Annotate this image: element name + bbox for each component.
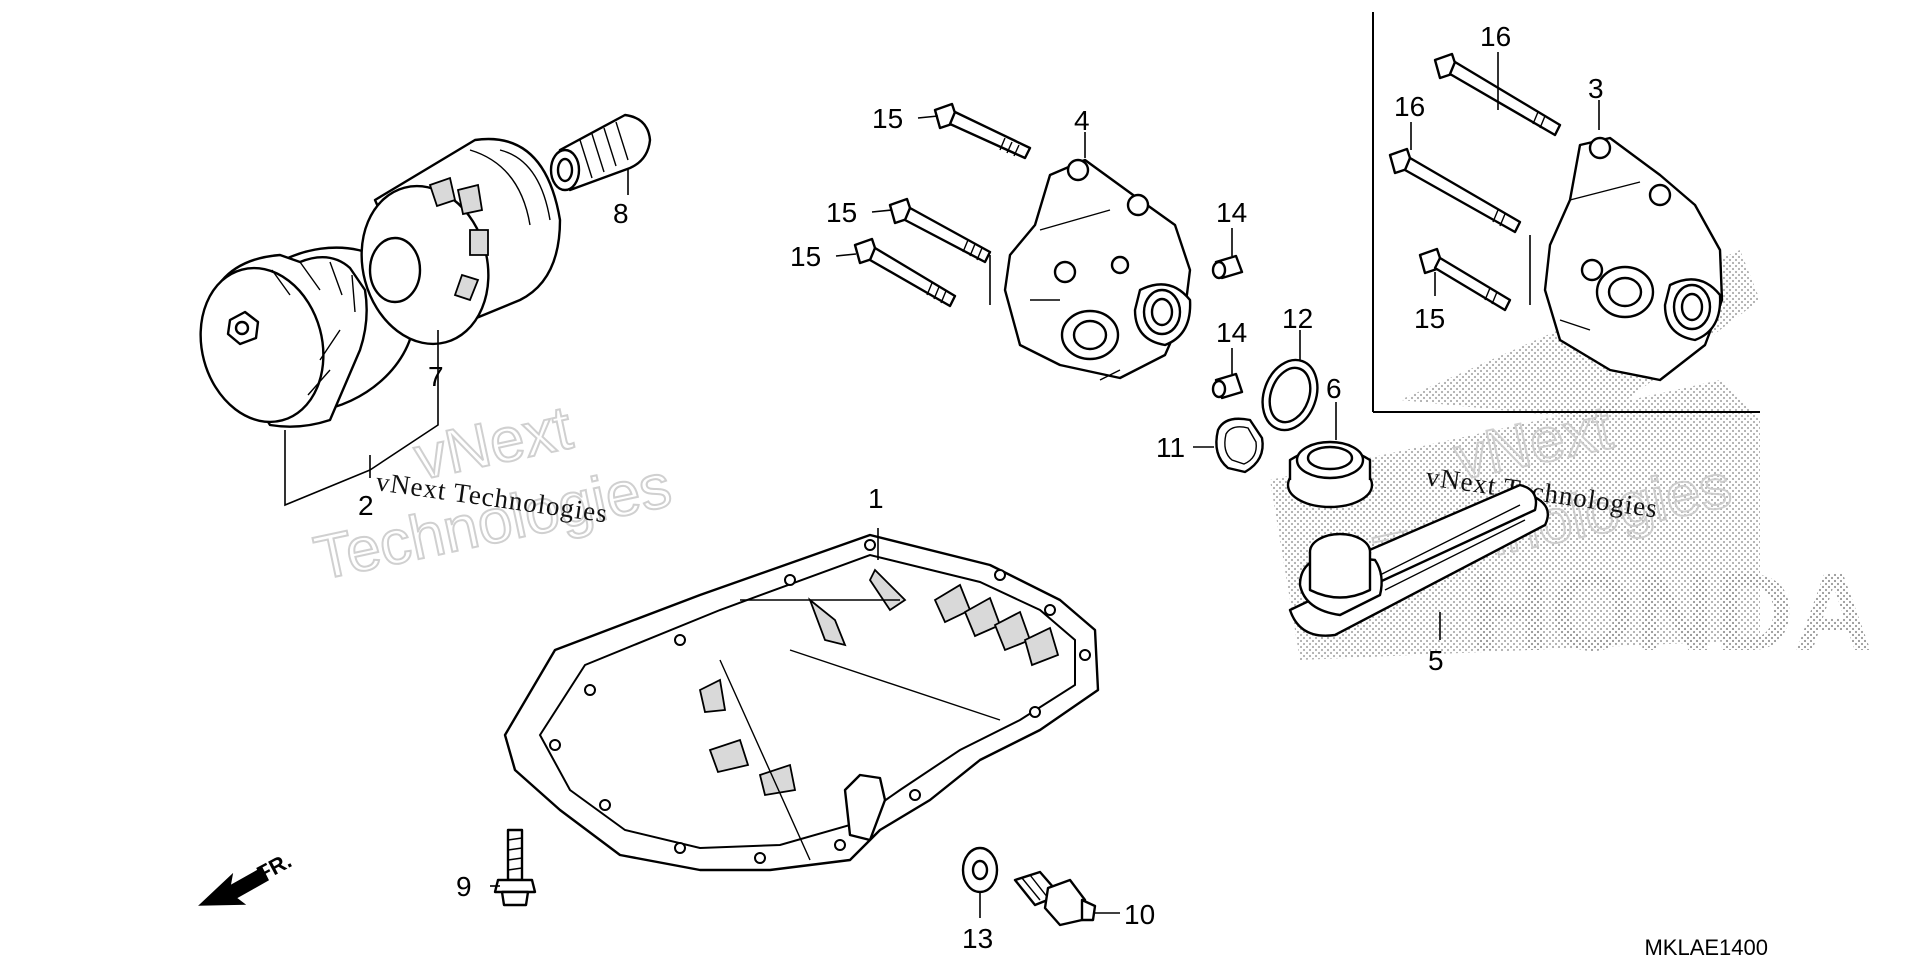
part-drain-bolt: [1013, 870, 1097, 927]
diagram-code: MKLAE1400: [1644, 935, 1768, 960]
part-bolts-inset: [1388, 52, 1562, 312]
part-bolts-15: [853, 102, 1032, 308]
part-oil-pump-inset: [1543, 136, 1724, 382]
part-seal: [1215, 417, 1264, 474]
front-direction-indicator: FR.: [198, 848, 296, 906]
part-washer: [961, 846, 999, 894]
callout-16-top: 16: [1480, 21, 1511, 52]
callout-2: 2: [358, 490, 374, 521]
callout-4: 4: [1074, 105, 1090, 136]
part-o-ring: [1261, 358, 1319, 432]
callout-15-top: 15: [872, 103, 903, 134]
callout-7: 7: [428, 361, 444, 392]
part-oil-pan: [503, 533, 1100, 872]
callout-15-mid: 15: [826, 197, 857, 228]
callout-15-inset: 15: [1414, 303, 1445, 334]
part-dowel-pin-upper: [1211, 254, 1244, 280]
callout-14-lower: 14: [1216, 317, 1247, 348]
part-oil-filter: [360, 137, 562, 346]
honda-shadow-text: HONDA: [1470, 551, 1873, 674]
callout-14-upper: 14: [1216, 197, 1247, 228]
callout-1: 1: [868, 483, 884, 514]
callout-8: 8: [613, 198, 629, 229]
front-arrow-icon: [198, 866, 269, 906]
callout-15-low: 15: [790, 241, 821, 272]
part-oil-strainer: [1288, 483, 1550, 637]
part-strainer-seal: [1286, 440, 1374, 509]
leader-lines: [284, 52, 1600, 918]
callout-3: 3: [1588, 73, 1604, 104]
inset-frame: [1372, 12, 1760, 413]
callout-12: 12: [1282, 303, 1313, 334]
callout-11: 11: [1156, 432, 1185, 463]
callout-5: 5: [1428, 645, 1444, 676]
callouts: 1 2 3 4 5 6 7 8 9 10 11 12 13 14 14 15 1…: [358, 21, 1604, 954]
callout-10: 10: [1124, 899, 1155, 930]
callout-16-mid: 16: [1394, 91, 1425, 122]
callout-13: 13: [962, 923, 993, 954]
part-threaded-nipple: [549, 113, 652, 192]
part-oil-pump: [1003, 158, 1192, 381]
callout-9: 9: [456, 871, 472, 902]
part-bolt-9: [493, 828, 537, 907]
callout-6: 6: [1326, 373, 1342, 404]
part-dowel-pin-lower: [1211, 372, 1244, 400]
